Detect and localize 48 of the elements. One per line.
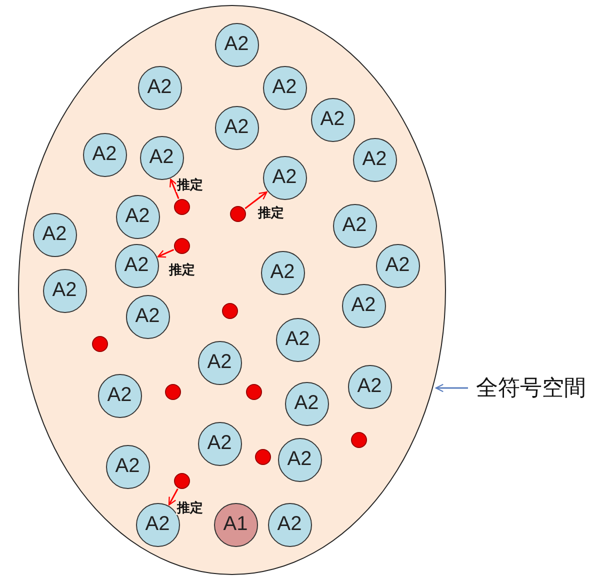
labeled-circle: A2: [126, 294, 170, 338]
labeled-circle: A2: [42, 268, 86, 312]
labeled-circle: A2: [268, 502, 312, 546]
labeled-circle: A2: [262, 66, 306, 110]
labeled-circle: A2: [342, 284, 386, 328]
labeled-circle: A2: [260, 250, 304, 294]
labeled-circle: A2: [376, 244, 420, 288]
labeled-circle: A2: [214, 106, 258, 150]
labeled-circle: A2: [32, 212, 76, 256]
labeled-circle: A2: [98, 374, 142, 418]
labeled-circle: A1: [214, 502, 258, 546]
labeled-circle: A2: [214, 22, 258, 66]
labeled-circle: A2: [114, 244, 158, 288]
labeled-circle: A2: [198, 340, 242, 384]
arrow: [244, 191, 268, 210]
labeled-circle: A2: [262, 156, 306, 200]
labeled-circle: A2: [310, 98, 354, 142]
labeled-circle: A2: [348, 364, 392, 408]
dot-marker: [246, 384, 262, 400]
labeled-circle: A2: [198, 422, 242, 466]
dot-marker: [174, 238, 190, 254]
labeled-circle: A2: [284, 382, 328, 426]
labeled-circle: A2: [278, 438, 322, 482]
dot-marker: [174, 472, 190, 488]
dot-marker: [222, 302, 238, 318]
labeled-circle: A2: [82, 132, 126, 176]
labeled-circle: A2: [352, 138, 396, 182]
dot-marker: [230, 206, 246, 222]
arrow: [435, 384, 468, 392]
arrow: [170, 178, 180, 199]
dot-marker: [350, 432, 366, 448]
arrow: [168, 488, 178, 506]
arrow: [157, 248, 174, 258]
dot-marker: [254, 448, 270, 464]
dot-marker: [164, 384, 180, 400]
edge-label: 推定: [176, 500, 204, 515]
dot-marker: [92, 336, 108, 352]
labeled-circle: A2: [116, 194, 160, 238]
labeled-circle: A2: [106, 444, 150, 488]
edge-label: 推定: [257, 205, 285, 220]
edge-label: 推定: [176, 177, 204, 192]
labeled-circle: A2: [140, 136, 184, 180]
region-label: 全符号空間: [476, 374, 604, 402]
dot-marker: [174, 198, 190, 214]
labeled-circle: A2: [138, 66, 182, 110]
labeled-circle: A2: [332, 204, 376, 248]
edge-label: 推定: [168, 262, 196, 277]
labeled-circle: A2: [276, 318, 320, 362]
